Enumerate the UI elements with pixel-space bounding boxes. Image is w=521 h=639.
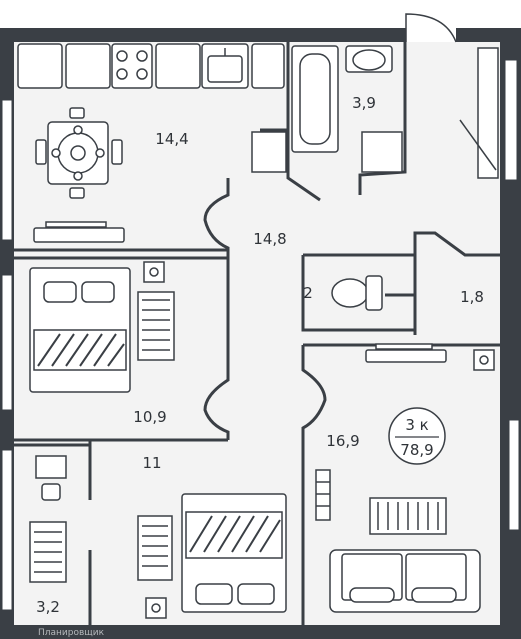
room-area-closet: 1,8 [460,288,484,306]
bathtub-icon [291,45,339,153]
room-area-toilet: 2 [303,284,313,302]
room-area-kitchen: 14,4 [155,130,188,148]
children-nightstand-icon [145,597,167,619]
room-area-balcony: 3,2 [36,598,60,616]
desk-chair-icon [35,455,67,501]
wardrobe-icon [459,47,499,179]
kitchen-counter [17,43,285,89]
bedroom-rug-icon [137,291,175,361]
room-area-children-room: 11 [142,454,161,472]
laundry-box-icon [251,131,403,173]
room-area-bathroom: 3,9 [352,94,376,112]
sofa-icon [329,549,481,613]
interior-walls [14,42,500,625]
room-area-living-room: 16,9 [326,432,359,450]
living-rug-icon [369,497,447,535]
summary-rooms: 3 к [405,416,428,434]
bed-hatch [37,333,125,367]
stove-icon [111,43,153,89]
bookshelf-icon [315,469,331,521]
nightstand-icon [143,261,165,283]
single-bed-icon [181,493,287,613]
living-nightstand-icon [473,349,495,371]
living-tv-stand-icon [365,343,447,363]
summary-badge: 3 к 78,9 [388,407,446,465]
tv-stand-icon [33,221,125,243]
balcony-rug-icon [29,521,67,583]
children-rug-icon [137,515,173,581]
dining-table-icon [35,107,123,199]
double-bed-icon [29,267,131,393]
toilet-icon [331,275,383,311]
room-area-bedroom: 10,9 [133,408,166,426]
credit-text: Планировщик [38,628,105,638]
bathroom-sink-icon [345,45,393,73]
single-bed-hatch [189,515,281,553]
room-area-hall: 14,8 [253,230,286,248]
entrance-door [405,13,457,43]
kitchen-sink-icon [201,43,249,89]
summary-total-area: 78,9 [400,441,433,459]
windows [1,59,520,611]
